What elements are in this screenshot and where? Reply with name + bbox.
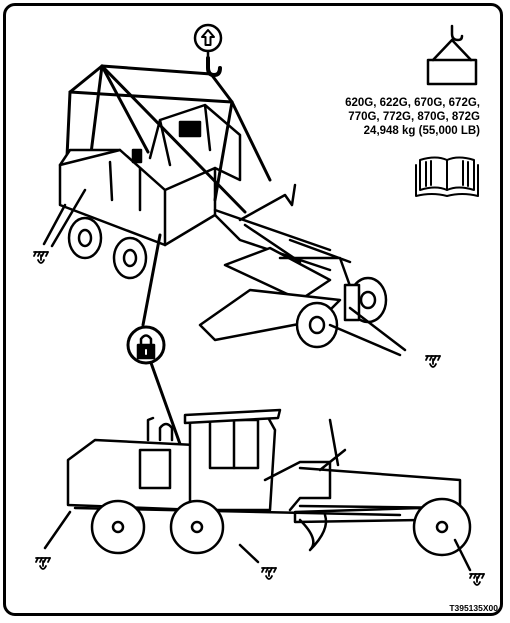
grader-side: [66, 408, 472, 557]
model-list-line-2: 770G, 772G, 870G, 872G: [348, 111, 480, 123]
figure-code: T395135X00: [449, 603, 498, 613]
tie-down-arrows: [42, 188, 472, 572]
lift-weight-value: 24,948 kg (55,000 LB): [363, 125, 480, 137]
grader-isometric: [58, 103, 388, 349]
lift-weight-icon: [426, 24, 478, 86]
model-list-line-1: 620G, 622G, 670G, 672G,: [345, 97, 480, 109]
lift-hook-icon: [193, 23, 223, 77]
tie-down-icon: [33, 251, 485, 586]
operator-manual-icon: [415, 156, 479, 197]
model-weight-text: 620G, 622G, 670G, 672G, 770G, 772G, 870G…: [280, 96, 480, 138]
lock-icon: [126, 325, 166, 365]
